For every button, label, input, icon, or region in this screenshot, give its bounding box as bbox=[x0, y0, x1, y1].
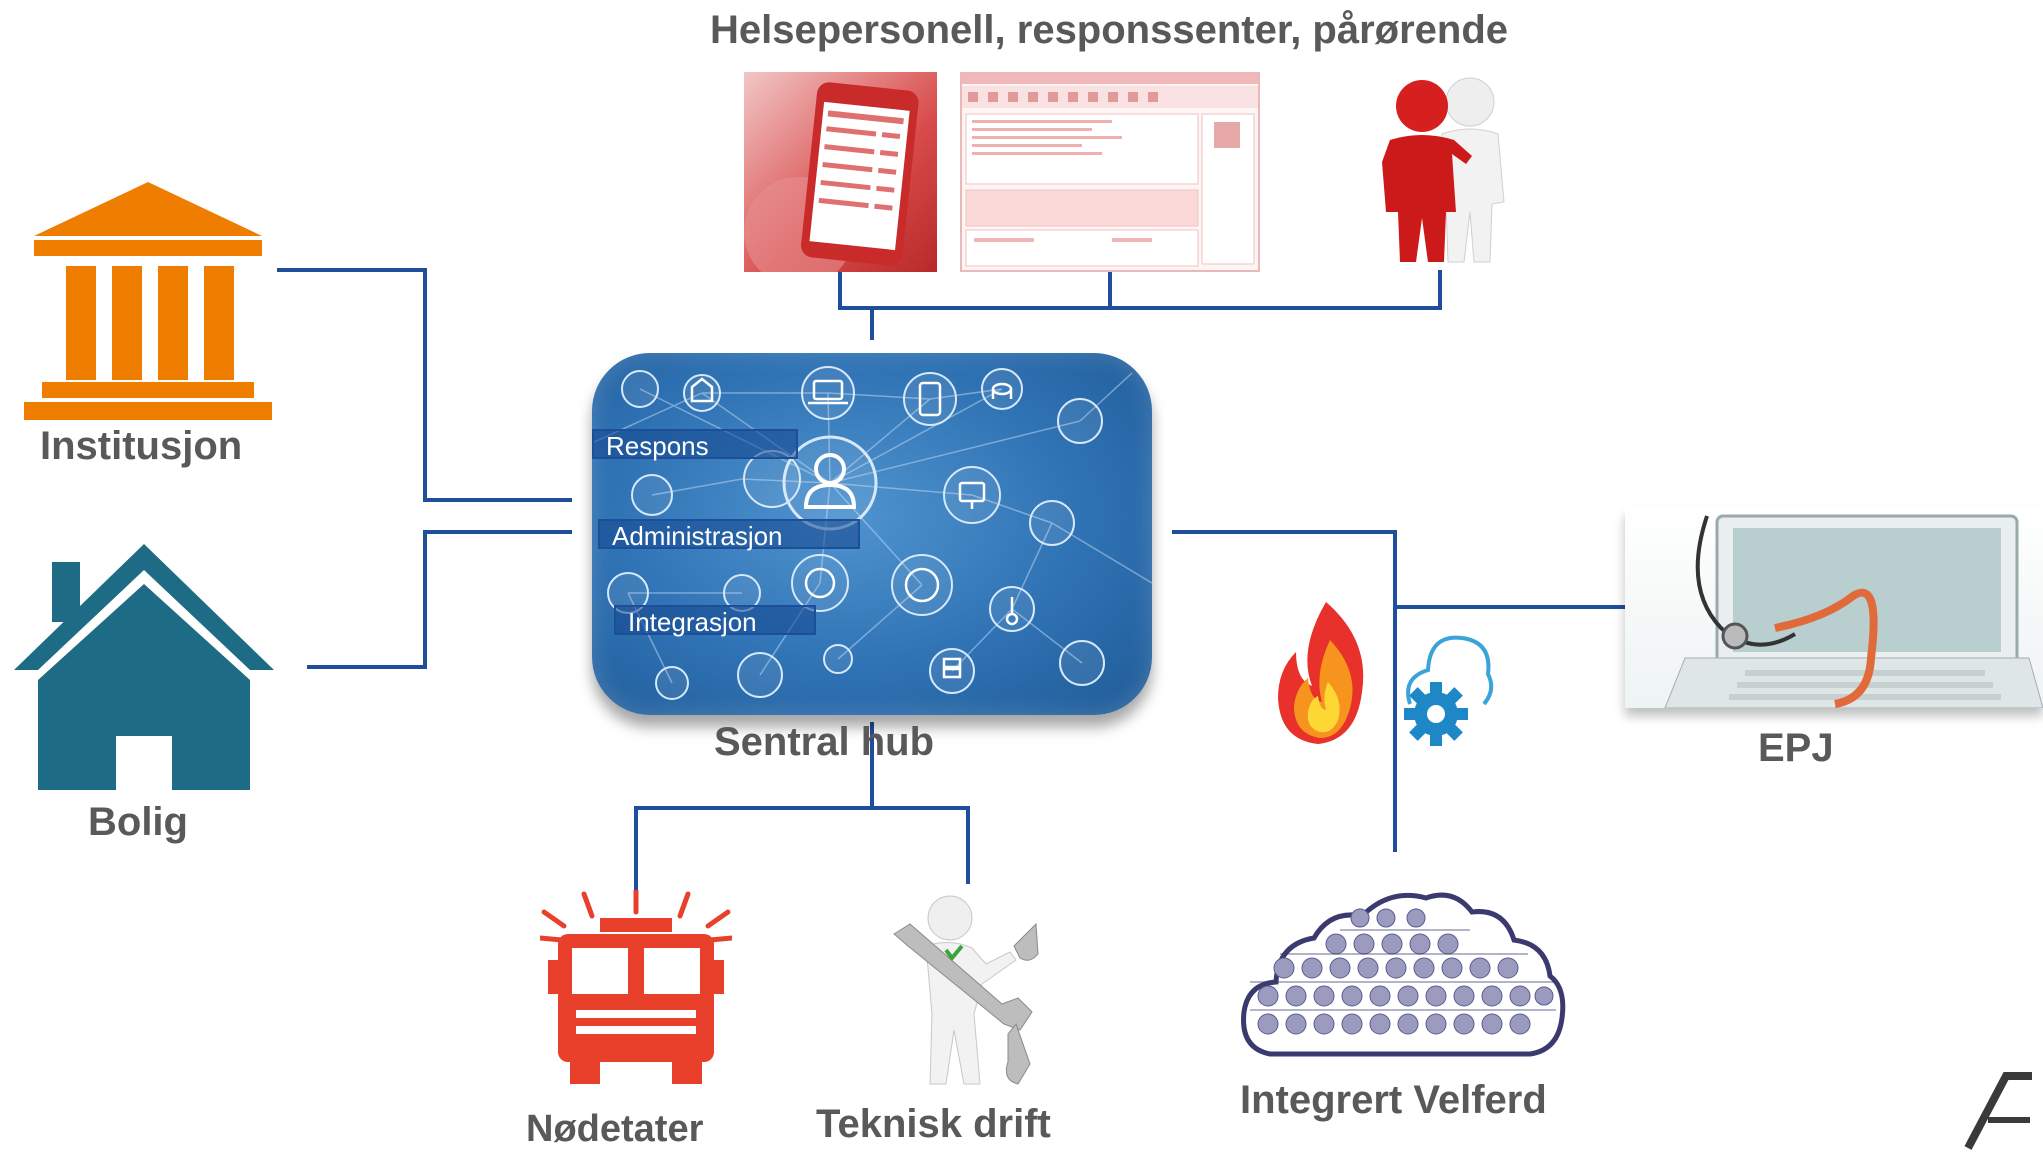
institution-icon bbox=[22, 182, 274, 424]
desktop-app-screenshot bbox=[960, 72, 1260, 272]
label-bolig: Bolig bbox=[88, 800, 188, 844]
label-nodetater: Nødetater bbox=[526, 1108, 704, 1150]
person-icon bbox=[803, 453, 857, 509]
label-teknisk-drift: Teknisk drift bbox=[816, 1102, 1051, 1146]
smartphone-app-screenshot bbox=[744, 72, 937, 287]
cloud-gear-icon bbox=[1400, 628, 1496, 748]
label-sentral-hub: Sentral hub bbox=[714, 720, 935, 764]
laptop-stethoscope-icon bbox=[1625, 508, 2043, 709]
connector-right bbox=[1172, 530, 1397, 852]
mechanic-wrench-icon bbox=[890, 894, 1040, 1090]
connector-top-group bbox=[838, 270, 1442, 310]
connector-bolig bbox=[307, 530, 572, 669]
two-people-icon bbox=[1360, 72, 1520, 264]
hub-tag-respons: Respons bbox=[592, 429, 798, 461]
fire-icon bbox=[1274, 600, 1374, 746]
house-icon bbox=[12, 540, 276, 790]
label-epj: EPJ bbox=[1758, 726, 1834, 770]
connector-bottom-group bbox=[634, 806, 970, 892]
app-window-icon bbox=[962, 74, 1258, 267]
hub-tag-administrasjon: Administrasjon bbox=[598, 519, 860, 551]
label-institusjon: Institusjon bbox=[40, 424, 243, 468]
fire-truck-icon bbox=[537, 887, 735, 1086]
smartphone-icon bbox=[744, 82, 919, 287]
welfare-tech-cloud-icon bbox=[1240, 888, 1566, 1060]
label-integrert-velferd: Integrert Velferd bbox=[1240, 1078, 1547, 1122]
top-title: Helsepersonell, responssenter, pårørende bbox=[709, 8, 1509, 52]
corner-logo bbox=[1960, 1070, 2043, 1150]
hub-tag-integrasjon: Integrasjon bbox=[614, 605, 816, 637]
connector-institusjon bbox=[277, 268, 572, 502]
central-hub: Respons Administrasjon Integrasjon bbox=[592, 353, 1152, 715]
